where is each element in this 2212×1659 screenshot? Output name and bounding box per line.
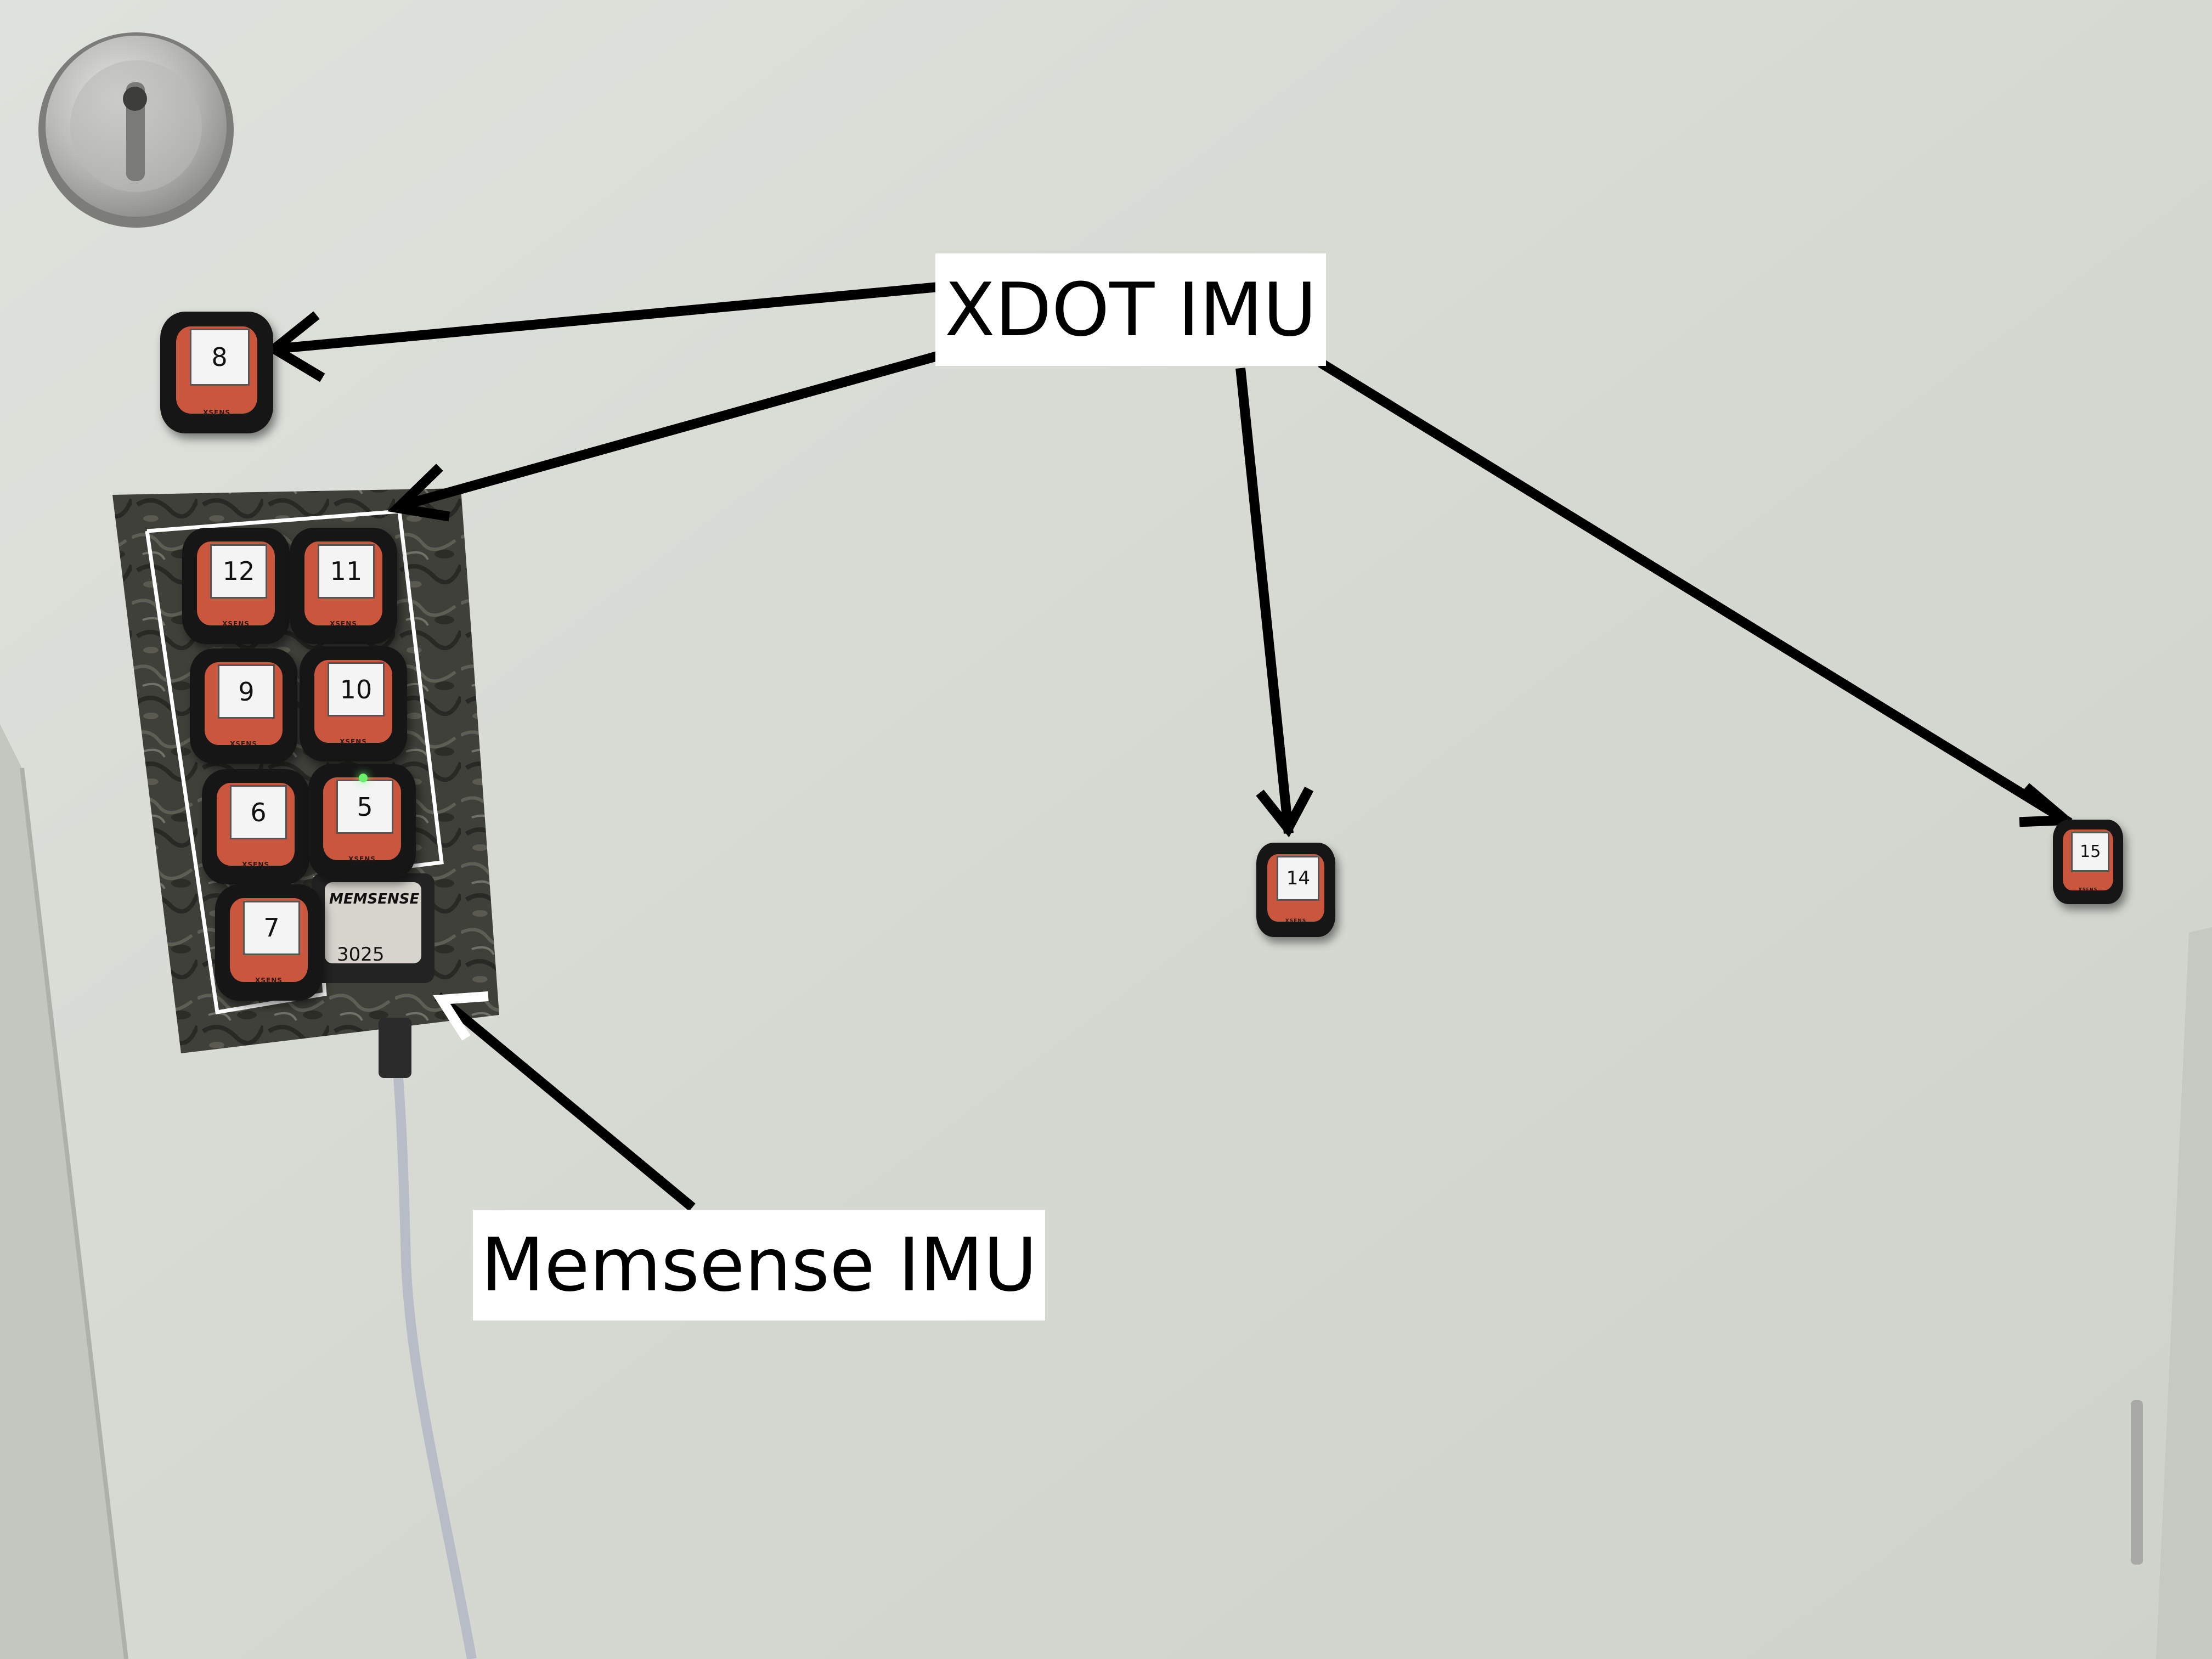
door-hinge [2131,1400,2143,1565]
xdot-sensor-14: 14 XSENS [1256,843,1335,937]
sensor-brand: XSENS [2078,887,2098,893]
arrow-to-8 [269,282,938,354]
xdot-sensor-12: 12 XSENS [182,528,290,644]
arrows [266,282,2079,1211]
sensor-brand: XSENS [330,620,357,628]
sensor-number: 7 [242,900,300,955]
sensor-brand: XSENS [203,408,230,416]
arrow-to-15 [1318,358,2073,827]
door-frame-left [0,724,126,1659]
sensor-number: 9 [217,664,275,719]
arrow-head-14 [1256,786,1314,838]
arrow-to-memsense [435,992,696,1211]
xdot-imu-label: XDOT IMU [935,253,1326,366]
sensor-brand: XSENS [255,977,283,985]
xdot-sensor-11: 11 XSENS [290,528,397,644]
sensor-brand: XSENS [222,620,250,628]
xdot-sensor-7: 7 XSENS [215,884,323,1001]
sensor-number: 14 [1277,856,1320,901]
arrow-head-memsense [433,991,489,1041]
sensor-number: 6 [229,785,287,839]
sensor-number: 8 [189,329,250,386]
memsense-imu: MEMSENSE 3025 [325,882,421,966]
xdot-sensor-9: 9 XSENS [190,648,297,764]
sensor-brand: XSENS [1285,918,1307,924]
memsense-brand-text: MEMSENSE [329,891,420,907]
sensor-brand: XSENS [242,860,269,868]
xdot-sensor-5: 5 XSENS [308,764,416,879]
memsense-imu-label: Memsense IMU [473,1210,1045,1321]
xdot-sensor-8: 8 XSENS [160,312,273,433]
memsense-serial-number: 3025 [337,944,385,966]
status-led [359,774,368,782]
sensor-number: 5 [336,780,393,834]
xdot-sensor-15: 15 XSENS [2053,820,2123,904]
memsense-cable [390,1036,477,1659]
sensor-number: 15 [2071,831,2110,872]
sensor-brand: XSENS [340,737,367,746]
xdot-sensor-10: 10 XSENS [300,646,407,761]
arrow-head-8 [266,311,325,382]
sensor-number: 10 [327,662,385,716]
sensor-brand: XSENS [230,740,257,748]
sensor-number: 12 [210,544,267,599]
xdot-sensor-6: 6 XSENS [202,769,309,884]
door-lock [38,32,234,228]
arrow-to-board [402,350,942,510]
arrow-to-14 [1235,368,1294,834]
arrow-head-board [387,464,450,522]
sensor-number: 11 [317,544,375,599]
door-frame-right [2156,927,2212,1659]
sensor-brand: XSENS [348,855,376,863]
